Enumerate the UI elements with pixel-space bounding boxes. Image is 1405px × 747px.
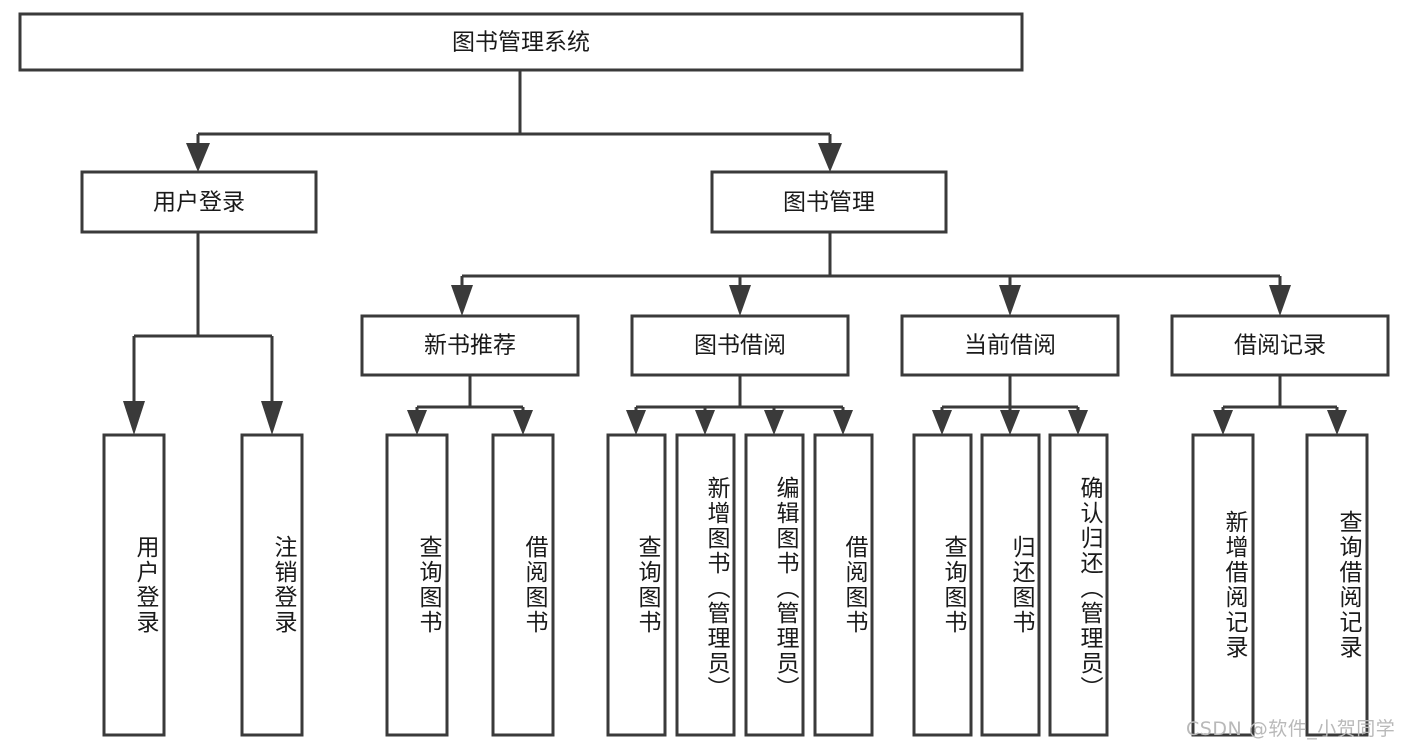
arrowhead-current-borrow: [999, 285, 1021, 316]
node-user-login-label: 用户登录: [153, 190, 245, 216]
arrowhead-leaf-borrow-book-2: [833, 410, 853, 435]
node-book-management-box[interactable]: [710, 170, 948, 234]
arrowhead-leaf-query-book-1: [407, 410, 427, 435]
node-new-book-recommend-box[interactable]: [360, 314, 580, 377]
leaf-edit-book-box[interactable]: [744, 433, 805, 737]
arrowhead-book-management: [818, 143, 842, 172]
node-book-borrow-label: 图书借阅: [694, 333, 786, 359]
leaf-query-record-box[interactable]: [1305, 433, 1369, 737]
leaf-boxes: [102, 433, 1369, 737]
arrowhead-leaf-add-record: [1213, 410, 1233, 435]
arrowhead-leaf-user-login: [123, 401, 145, 435]
node-root-box[interactable]: [18, 12, 1024, 72]
arrowhead-book-borrow: [729, 285, 751, 316]
arrowhead-leaf-query-book-2: [626, 410, 646, 435]
connectors: [123, 70, 1347, 435]
node-book-management-label: 图书管理: [783, 190, 875, 216]
leaf-query-book-3-box[interactable]: [912, 433, 973, 737]
arrowhead-new-book-recommend: [451, 285, 473, 316]
leaf-query-book-1-box[interactable]: [385, 433, 449, 737]
node-new-book-recommend-label: 新书推荐: [424, 333, 516, 359]
node-book-borrow[interactable]: 图书借阅: [630, 314, 850, 377]
node-root-label: 图书管理系统: [452, 30, 590, 56]
leaf-add-record-box[interactable]: [1191, 433, 1255, 737]
node-current-borrow-box[interactable]: [900, 314, 1120, 377]
arrowhead-leaf-confirm-return: [1068, 410, 1088, 435]
arrowhead-leaf-query-book-3: [932, 410, 952, 435]
leaf-user-logout-box[interactable]: [240, 433, 304, 737]
arrowhead-leaf-user-logout: [261, 401, 283, 435]
arrowhead-leaf-return-book: [1000, 410, 1020, 435]
node-user-login-box[interactable]: [80, 170, 318, 234]
arrowhead-leaf-query-record: [1327, 410, 1347, 435]
leaf-add-book-box[interactable]: [675, 433, 736, 737]
leaf-user-login-box[interactable]: [102, 433, 166, 737]
node-current-borrow[interactable]: 当前借阅: [900, 314, 1120, 377]
arrowhead-leaf-add-book: [695, 410, 715, 435]
leaf-query-book-2-box[interactable]: [606, 433, 667, 737]
arrowhead-leaf-borrow-book-1: [513, 410, 533, 435]
node-new-book-recommend[interactable]: 新书推荐: [360, 314, 580, 377]
node-book-borrow-box[interactable]: [630, 314, 850, 377]
node-current-borrow-label: 当前借阅: [964, 333, 1056, 359]
arrowhead-borrow-record: [1269, 285, 1291, 316]
leaf-borrow-book-1-box[interactable]: [491, 433, 555, 737]
node-borrow-record-box[interactable]: [1170, 314, 1390, 377]
node-borrow-record-label: 借阅记录: [1234, 333, 1326, 359]
node-root[interactable]: 图书管理系统: [18, 12, 1024, 72]
node-user-login[interactable]: 用户登录: [80, 170, 318, 234]
leaf-return-book-box[interactable]: [980, 433, 1041, 737]
leaf-borrow-book-2-box[interactable]: [813, 433, 874, 737]
csdn-watermark: CSDN @软件_小贺同学: [1186, 718, 1396, 740]
node-book-management[interactable]: 图书管理: [710, 170, 948, 234]
node-borrow-record[interactable]: 借阅记录: [1170, 314, 1390, 377]
arrowhead-user-login: [186, 143, 210, 172]
leaf-confirm-return-box[interactable]: [1048, 433, 1109, 737]
arrowhead-leaf-edit-book: [764, 410, 784, 435]
